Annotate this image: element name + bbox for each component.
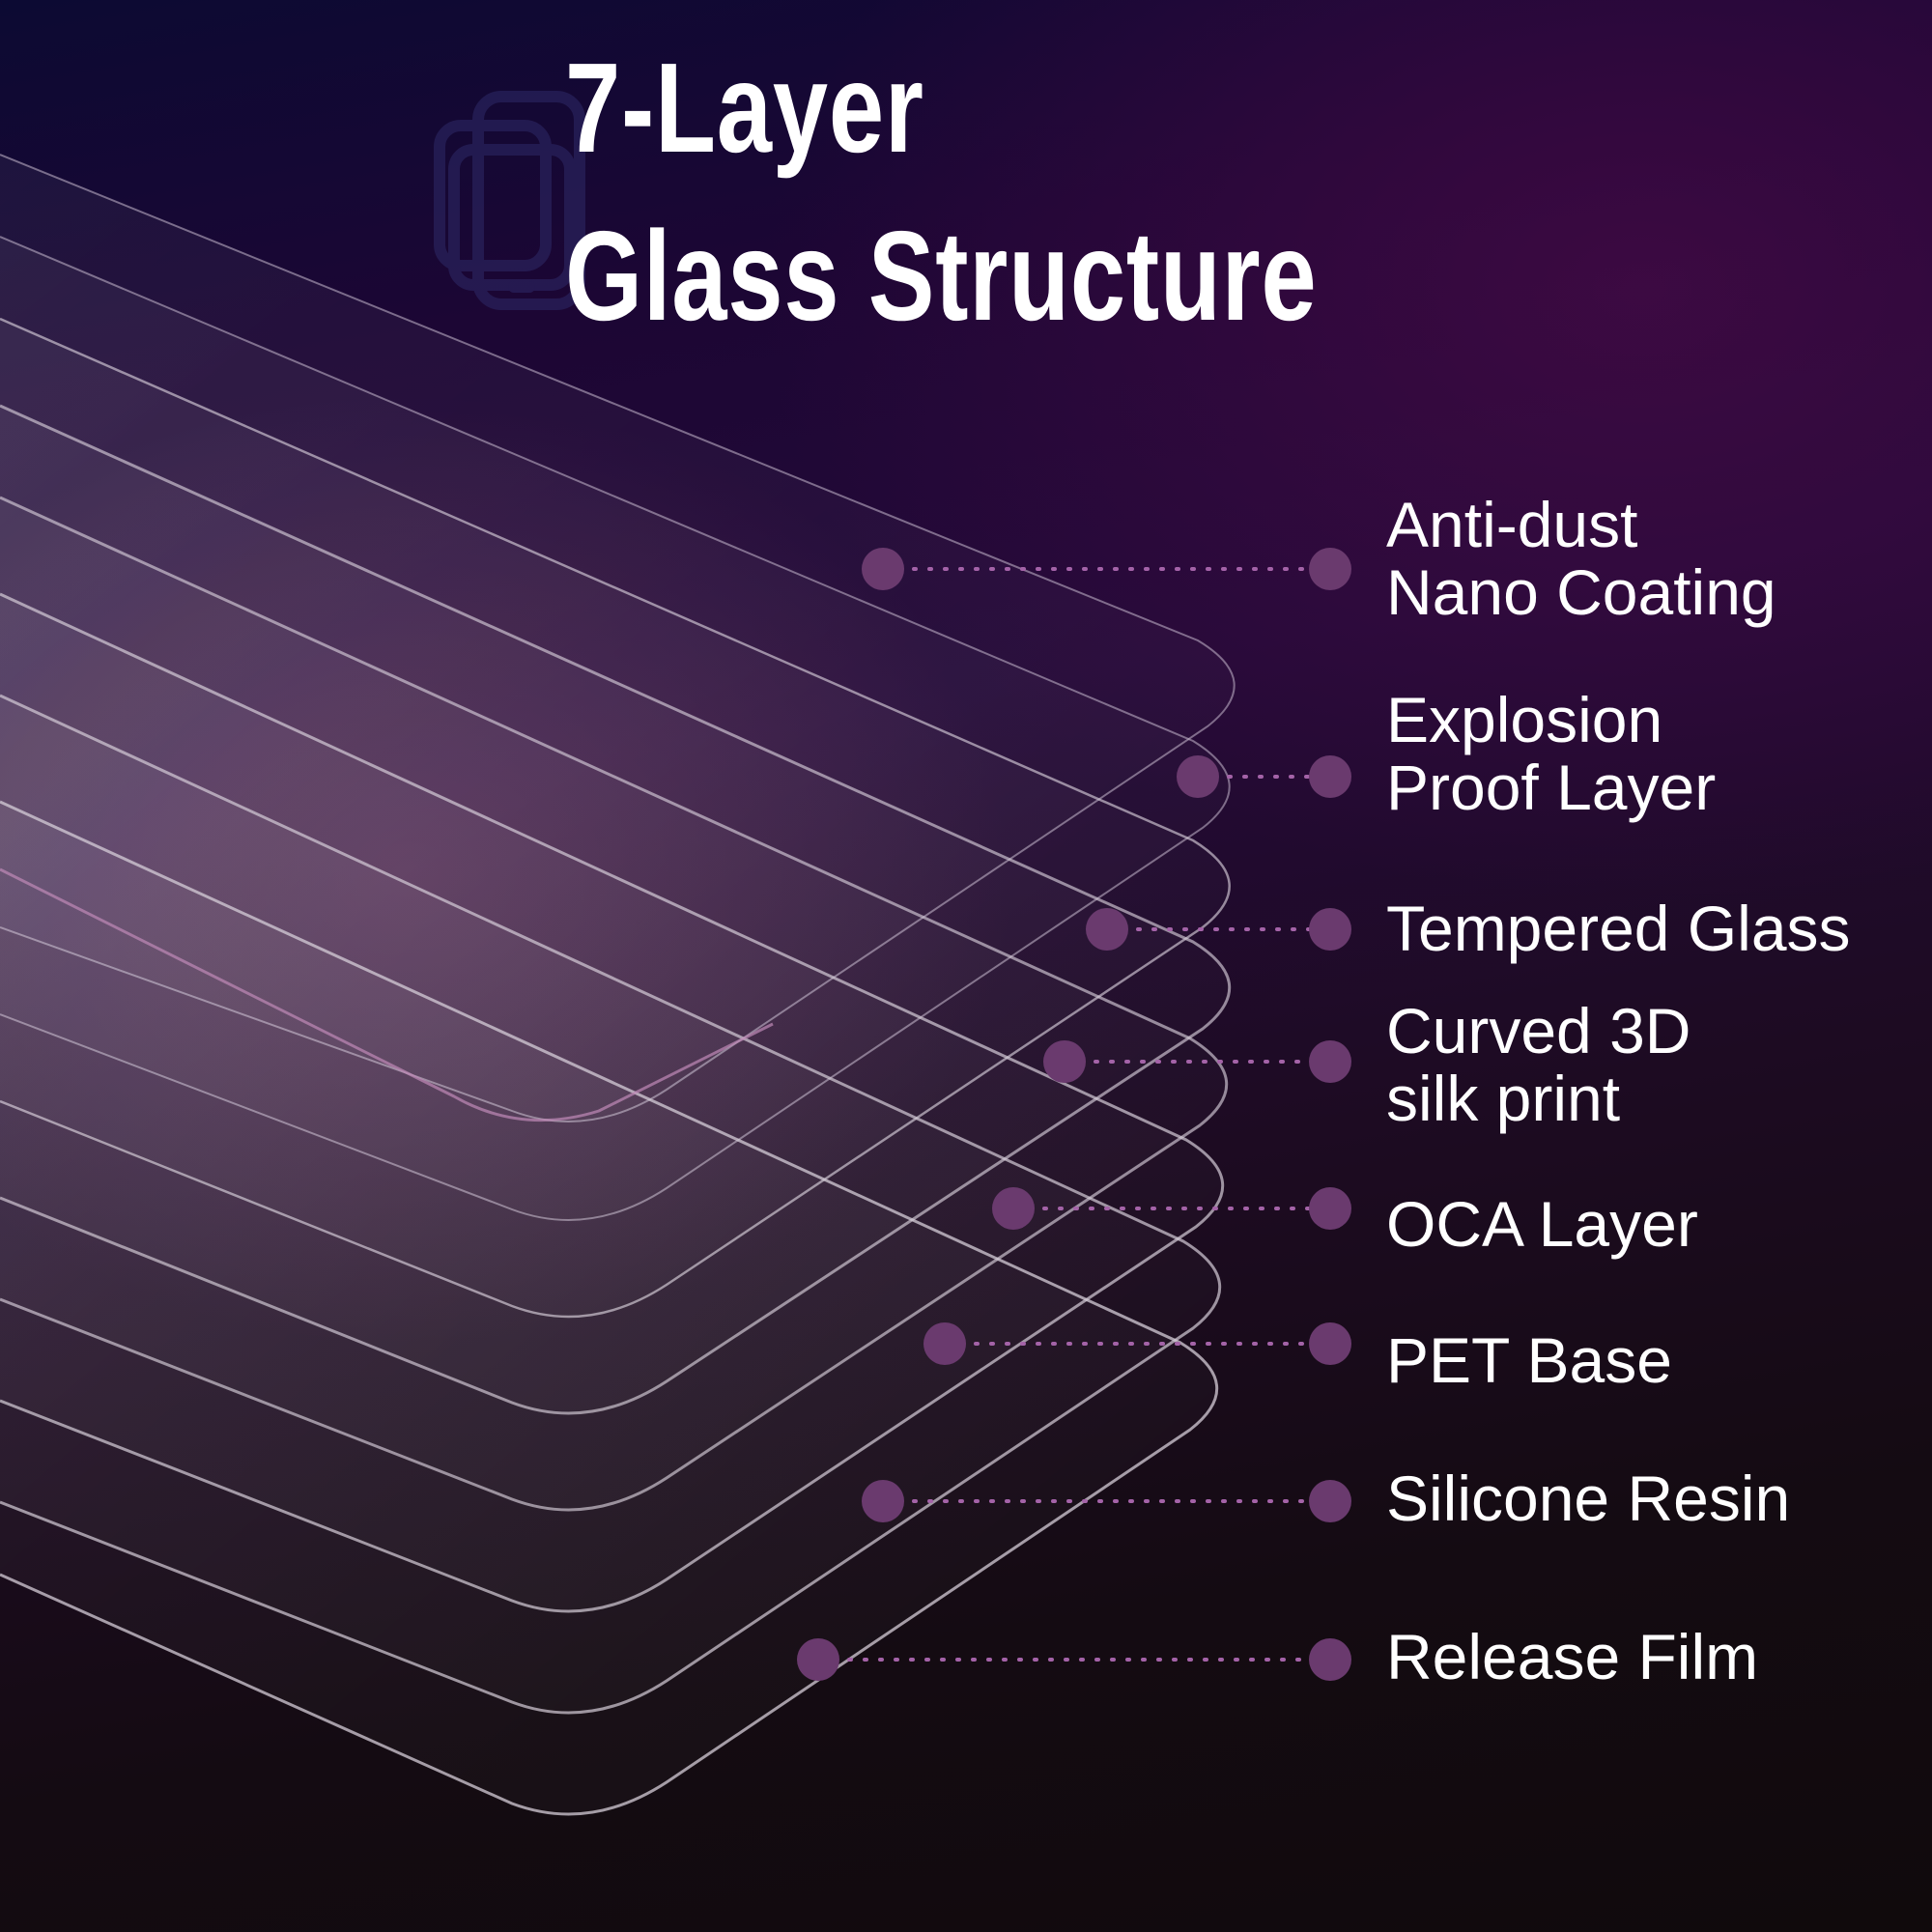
silk-print-contour xyxy=(0,867,774,1122)
layer-label-oca-layer: OCA Layer xyxy=(1386,1190,1698,1258)
layer-label-tempered-glass: Tempered Glass xyxy=(1386,895,1851,962)
leader-tempered-glass xyxy=(1086,908,1351,951)
title-line-2: Glass Structure xyxy=(565,205,1318,347)
layer-label-line-1: Tempered Glass xyxy=(1386,893,1851,964)
leader-anti-dust xyxy=(862,548,1351,590)
leader-curved-3d xyxy=(1043,1040,1351,1083)
layer-label-silicone-resin: Silicone Resin xyxy=(1386,1464,1790,1532)
layer-label-line-1: Explosion xyxy=(1386,684,1663,755)
title-line-1: 7-Layer xyxy=(565,37,924,179)
layer-label-anti-dust: Anti-dust Nano Coating xyxy=(1386,491,1776,626)
layer-label-line-1: Anti-dust xyxy=(1386,489,1638,560)
leader-silicone-resin xyxy=(862,1480,1351,1522)
leader-oca-layer xyxy=(992,1187,1351,1230)
layer-label-release-film: Release Film xyxy=(1386,1623,1758,1690)
layer-label-line-1: Silicone Resin xyxy=(1386,1463,1791,1534)
layer-label-line-1: PET Base xyxy=(1386,1324,1672,1396)
leader-pet-base xyxy=(923,1322,1351,1365)
leader-lines xyxy=(797,548,1351,1681)
layer-label-line-2: Nano Coating xyxy=(1386,556,1776,628)
glass-sheets xyxy=(0,154,1236,1816)
phone-layers-icon xyxy=(434,91,585,310)
leader-release-film xyxy=(797,1638,1351,1681)
layer-label-line-1: Release Film xyxy=(1386,1621,1759,1692)
layer-label-line-2: silk print xyxy=(1386,1063,1621,1134)
layer-label-line-2: Proof Layer xyxy=(1386,752,1717,823)
layer-label-explosion-proof: Explosion Proof Layer xyxy=(1386,686,1716,821)
layer-label-pet-base: PET Base xyxy=(1386,1326,1672,1394)
layer-label-line-1: OCA Layer xyxy=(1386,1188,1698,1260)
glass-sheet xyxy=(0,800,1218,1816)
leader-explosion-proof xyxy=(1177,755,1351,798)
layer-label-curved-3d: Curved 3D silk print xyxy=(1386,997,1690,1132)
layer-label-line-1: Curved 3D xyxy=(1386,995,1691,1066)
